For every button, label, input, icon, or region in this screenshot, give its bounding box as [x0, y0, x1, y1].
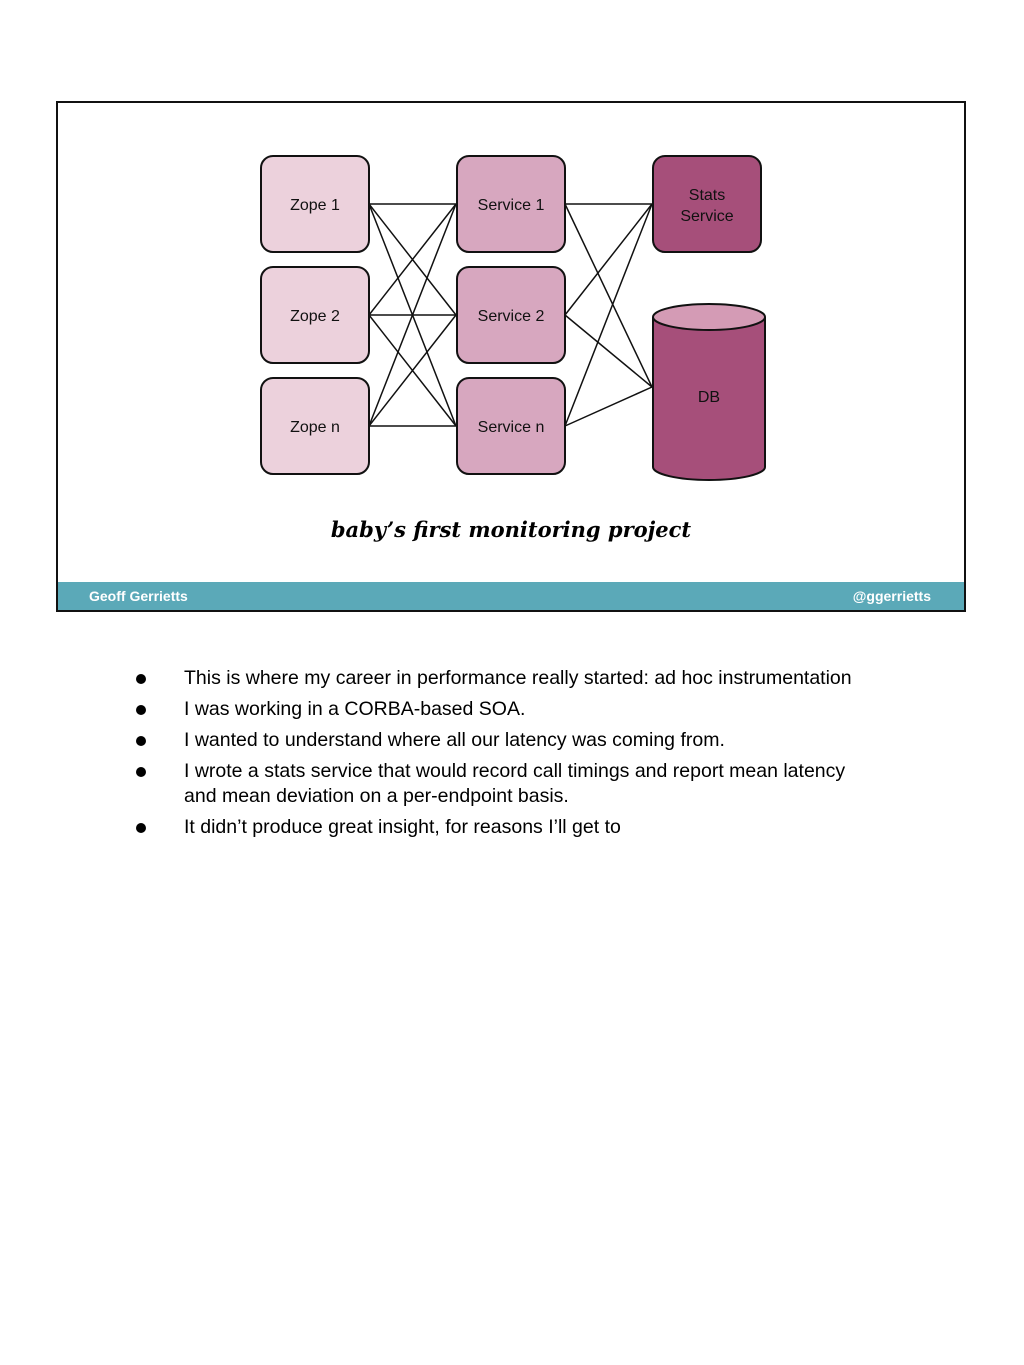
slide-caption: baby’s first monitoring project [330, 517, 692, 542]
note-item: I wanted to understand where all our lat… [130, 728, 910, 753]
zope-1-label: Zope 1 [290, 197, 340, 214]
note-text: This is where my career in performance r… [184, 667, 852, 689]
note-text: I wanted to understand where all our lat… [184, 729, 725, 751]
note-text: I was working in a CORBA-based SOA. [184, 698, 526, 720]
zope-1-node: Zope 1 [260, 155, 370, 253]
stats-service-node: Stats Service [652, 155, 762, 253]
bullet-icon [136, 705, 146, 715]
zope-n-label: Zope n [290, 419, 340, 436]
speaker-notes: This is where my career in performance r… [130, 666, 910, 846]
service-1-label: Service 1 [478, 197, 545, 214]
bullet-icon [136, 767, 146, 777]
service-2-label: Service 2 [478, 308, 545, 325]
note-text: I wrote a stats service that would recor… [184, 760, 846, 807]
note-item: I was working in a CORBA-based SOA. [130, 697, 910, 722]
note-text: It didn’t produce great insight, for rea… [184, 816, 621, 838]
connector-lines [368, 203, 653, 427]
bullet-icon [136, 674, 146, 684]
footer-author: Geoff Gerrietts [89, 588, 188, 604]
stats-label-line-2: Service [680, 208, 733, 225]
stats-label-line-1: Stats [689, 187, 725, 204]
zope-n-node: Zope n [260, 377, 370, 475]
service-n-label: Service n [478, 419, 545, 436]
zope-2-label: Zope 2 [290, 308, 340, 325]
service-2-node: Service 2 [456, 266, 566, 364]
note-item: I wrote a stats service that would recor… [130, 759, 910, 809]
bullet-icon [136, 823, 146, 833]
note-item: It didn’t produce great insight, for rea… [130, 815, 910, 840]
bullet-icon [136, 736, 146, 746]
footer-handle: @ggerrietts [852, 588, 931, 604]
service-1-node: Service 1 [456, 155, 566, 253]
architecture-diagram: Zope 1 Zope 2 Zope n Service 1 Service 2… [260, 155, 766, 481]
service-n-node: Service n [456, 377, 566, 475]
zope-2-node: Zope 2 [260, 266, 370, 364]
note-item: This is where my career in performance r… [130, 666, 910, 691]
slide-footer: Geoff Gerrietts @ggerrietts [58, 582, 964, 610]
db-cylinder: DB [652, 303, 766, 481]
slide: Zope 1 Zope 2 Zope n Service 1 Service 2… [56, 101, 966, 612]
db-label: DB [698, 389, 720, 406]
